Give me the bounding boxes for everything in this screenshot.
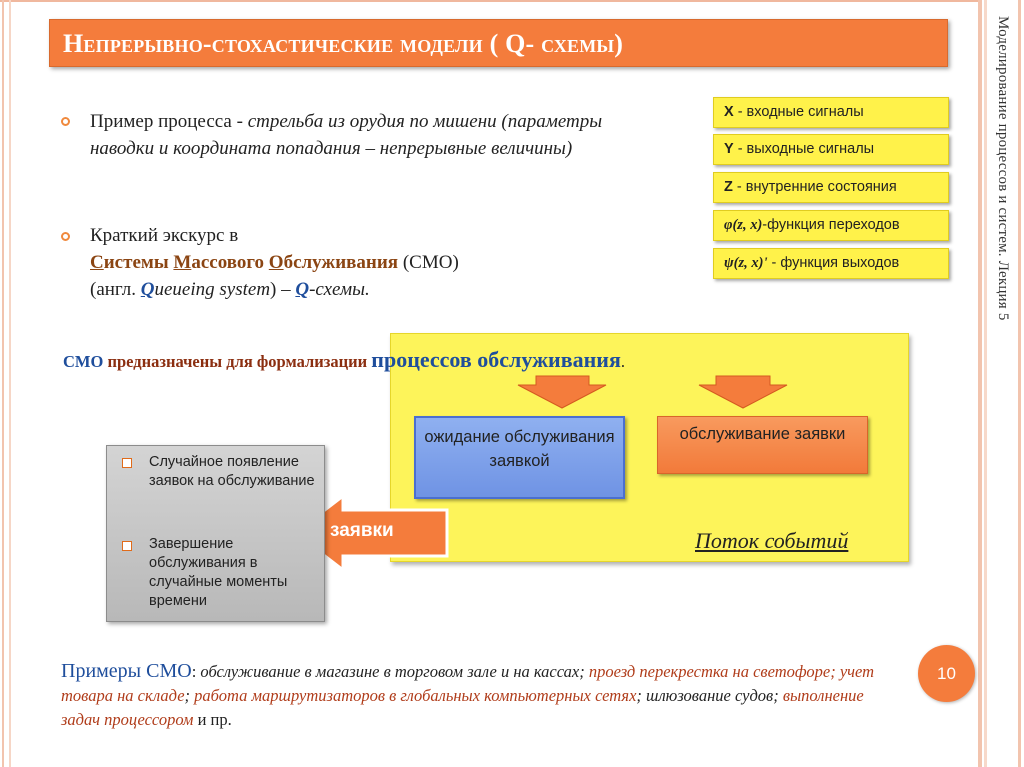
examples-sep: ; bbox=[636, 686, 647, 705]
example-routers: работа маршрутизаторов в глобальных комп… bbox=[194, 686, 637, 705]
slide-title: Непрерывно-стохастические модели ( Q- сх… bbox=[63, 29, 624, 58]
legend-item-phi: φ(z, x)-функция переходов bbox=[713, 210, 949, 241]
bullet-marker bbox=[61, 117, 70, 126]
angl-text: (англ. bbox=[90, 279, 141, 300]
bullet-text: Краткий экскурс в bbox=[90, 225, 239, 246]
right-band-stripe-outer bbox=[1018, 0, 1021, 767]
bullet-smo-excursion: Краткий экскурс в Системы Массового Обсл… bbox=[90, 222, 650, 303]
vertical-title-text: Моделирование процессов и систем. Лекция… bbox=[995, 16, 1011, 321]
frame-left-line bbox=[2, 0, 4, 767]
letter-m: М bbox=[173, 252, 192, 273]
examples-tail: и пр. bbox=[193, 710, 232, 729]
word-massovogo: ассового bbox=[191, 252, 269, 273]
dash-text: ) – bbox=[270, 279, 296, 300]
smo-mid-text: предназначены для формализации bbox=[103, 352, 372, 371]
letter-q-2: Q bbox=[295, 279, 310, 300]
example-locks: шлюзование судов bbox=[646, 686, 774, 705]
smo-examples: Примеры СМО: обслуживание в магазине в т… bbox=[61, 659, 891, 732]
bullet-marker bbox=[61, 232, 70, 241]
events-flow-label: Поток событий bbox=[695, 528, 849, 553]
letter-s: С bbox=[90, 252, 104, 273]
legend-text: -функция переходов bbox=[762, 217, 900, 233]
bullet-text: Пример процесса - bbox=[90, 111, 248, 132]
checkbox-bullet-icon bbox=[122, 458, 132, 468]
legend-symbol: ψ(z, x)' bbox=[724, 255, 768, 271]
example-shop: обслуживание в магазине в торговом зале … bbox=[200, 662, 589, 681]
checkbox-bullet-icon bbox=[122, 541, 132, 551]
schemes-text: -схемы. bbox=[309, 279, 370, 300]
legend-text: - входные сигналы bbox=[733, 104, 864, 120]
smo-purpose-line: СМО предназначены для формализации проце… bbox=[63, 347, 625, 373]
page-number: 10 bbox=[918, 645, 975, 702]
legend-item-psi: ψ(z, x)' - функция выходов bbox=[713, 248, 949, 279]
legend-symbol: Y bbox=[724, 141, 734, 157]
legend-symbol: X bbox=[724, 104, 734, 120]
grey-item-arrival: Случайное появление заявок на обслуживан… bbox=[149, 454, 315, 489]
letter-q: Q bbox=[140, 279, 155, 300]
legend-text: - внутренние состояния bbox=[732, 179, 897, 195]
smo-abbrev-blue: СМО bbox=[63, 352, 104, 371]
random-events-box: Случайное появление заявок на обслуживан… bbox=[106, 445, 325, 622]
down-arrow-right bbox=[698, 375, 788, 409]
bullet-example-process: Пример процесса - стрельба из орудия по … bbox=[90, 108, 670, 162]
example-warehouse: учет товара на складе bbox=[61, 662, 875, 705]
legend-text: - выходные сигналы bbox=[733, 141, 875, 157]
examples-sep: ; bbox=[184, 686, 195, 705]
smo-big-text: процессов обслуживания bbox=[371, 347, 621, 372]
examples-colon: : bbox=[191, 662, 201, 681]
title-bar: Непрерывно-стохастические модели ( Q- сх… bbox=[49, 19, 948, 67]
examples-sep: ; bbox=[773, 686, 783, 705]
smo-abbrev: (СМО) bbox=[398, 252, 459, 273]
legend-item-x: X - входные сигналы bbox=[713, 97, 949, 128]
queueing-text: ueueing system bbox=[154, 279, 271, 300]
frame-top-line bbox=[0, 0, 1024, 2]
example-cpu: выполнение задач процессором bbox=[61, 686, 864, 729]
examples-heading: Примеры СМО bbox=[61, 660, 192, 682]
right-band-stripe bbox=[984, 0, 987, 767]
legend-symbol: Z bbox=[724, 179, 733, 195]
example-crossroad: проезд перекрестка на светофоре; bbox=[588, 662, 840, 681]
frame-left-line-inner bbox=[9, 0, 11, 767]
down-arrow-left bbox=[517, 375, 607, 409]
legend-item-y: Y - выходные сигналы bbox=[713, 134, 949, 165]
requests-arrow-label: заявки bbox=[330, 520, 394, 541]
vertical-course-title: Моделирование процессов и систем. Лекция… bbox=[990, 16, 1016, 486]
letter-o: О bbox=[268, 252, 284, 273]
word-sistemy: истемы bbox=[103, 252, 174, 273]
waiting-box: ожидание обслуживания заявкой bbox=[414, 416, 625, 499]
legend-symbol: φ(z, x) bbox=[724, 217, 763, 233]
grey-item-completion: Завершение обслуживания в случайные моме… bbox=[149, 536, 288, 609]
word-obsluzhivaniya: бслуживания bbox=[283, 252, 399, 273]
bullet-italic-text: стрельба из орудия по мишени (параметры … bbox=[90, 111, 603, 159]
legend-text: - функция выходов bbox=[767, 255, 900, 271]
legend-item-z: Z - внутренние состояния bbox=[713, 172, 949, 203]
smo-period: . bbox=[620, 352, 625, 371]
service-box: обслуживание заявки bbox=[657, 416, 868, 474]
